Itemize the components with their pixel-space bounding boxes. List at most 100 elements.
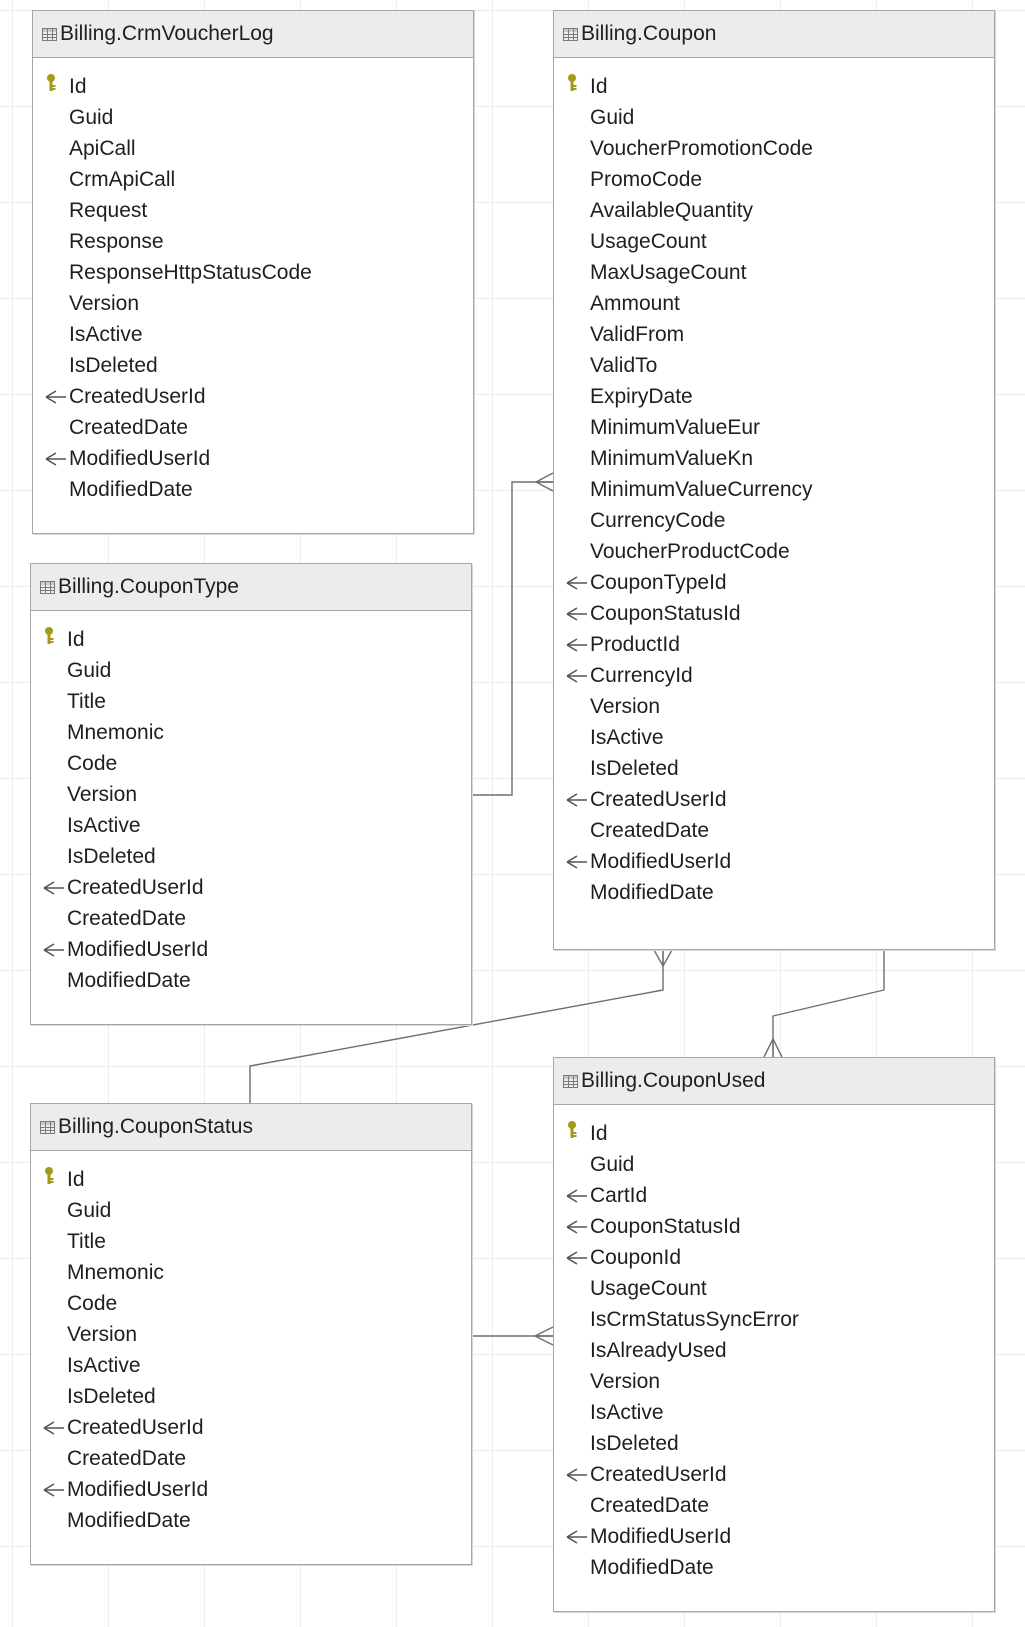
column-row[interactable]: CouponStatusId [554, 598, 994, 629]
column-row[interactable]: ResponseHttpStatusCode [33, 257, 473, 288]
column-row[interactable]: CurrencyCode [554, 505, 994, 536]
column-row[interactable]: ExpiryDate [554, 381, 994, 412]
table-title: Billing.CouponType [58, 575, 239, 598]
table-header[interactable]: Billing.CouponStatus [31, 1104, 471, 1151]
column-name: ModifiedDate [590, 1556, 714, 1579]
column-row[interactable]: Guid [554, 1149, 994, 1180]
crowfoot-coupon-left [535, 472, 554, 492]
column-row[interactable]: Code [31, 1288, 471, 1319]
column-row[interactable]: Response [33, 226, 473, 257]
column-row[interactable]: Version [31, 779, 471, 810]
column-row[interactable]: Id [554, 71, 994, 102]
column-row[interactable]: CartId [554, 1180, 994, 1211]
column-row[interactable]: Guid [31, 1195, 471, 1226]
foreign-key-icon [566, 1530, 587, 1544]
column-row[interactable]: ModifiedUserId [554, 846, 994, 877]
column-row[interactable]: ModifiedDate [31, 1505, 471, 1536]
column-row[interactable]: MinimumValueEur [554, 412, 994, 443]
column-row[interactable]: IsCrmStatusSyncError [554, 1304, 994, 1335]
column-row[interactable]: IsDeleted [554, 753, 994, 784]
column-name: CreatedUserId [590, 1463, 727, 1486]
column-row[interactable]: Id [33, 71, 473, 102]
column-row[interactable]: ModifiedDate [554, 877, 994, 908]
column-row[interactable]: CreatedUserId [554, 1459, 994, 1490]
column-row[interactable]: Guid [33, 102, 473, 133]
column-row[interactable]: CreatedDate [31, 1443, 471, 1474]
column-row[interactable]: ValidFrom [554, 319, 994, 350]
column-row[interactable]: IsActive [31, 1350, 471, 1381]
column-row[interactable]: CreatedUserId [33, 381, 473, 412]
column-row[interactable]: ModifiedDate [554, 1552, 994, 1583]
column-row[interactable]: IsActive [31, 810, 471, 841]
column-name: ModifiedDate [67, 969, 191, 992]
column-row[interactable]: Guid [31, 655, 471, 686]
column-row[interactable]: MaxUsageCount [554, 257, 994, 288]
column-row[interactable]: CreatedDate [33, 412, 473, 443]
column-row[interactable]: ModifiedUserId [554, 1521, 994, 1552]
column-row[interactable]: ApiCall [33, 133, 473, 164]
column-row[interactable]: IsDeleted [31, 1381, 471, 1412]
column-row[interactable]: Id [31, 624, 471, 655]
column-row[interactable]: Version [31, 1319, 471, 1350]
column-row[interactable]: Version [554, 691, 994, 722]
column-name: CreatedUserId [67, 876, 204, 899]
column-row[interactable]: Version [554, 1366, 994, 1397]
column-row[interactable]: ModifiedUserId [31, 1474, 471, 1505]
column-row[interactable]: ModifiedUserId [31, 934, 471, 965]
column-row[interactable]: ValidTo [554, 350, 994, 381]
column-row[interactable]: CreatedDate [554, 815, 994, 846]
column-row[interactable]: Id [554, 1118, 994, 1149]
column-row[interactable]: CrmApiCall [33, 164, 473, 195]
column-row[interactable]: CreatedDate [31, 903, 471, 934]
column-row[interactable]: IsActive [554, 722, 994, 753]
table-header[interactable]: Billing.Coupon [554, 11, 994, 58]
column-row[interactable]: MinimumValueKn [554, 443, 994, 474]
column-row[interactable]: UsageCount [554, 226, 994, 257]
column-row[interactable]: CurrencyId [554, 660, 994, 691]
column-row[interactable]: Guid [554, 102, 994, 133]
column-row[interactable]: Mnemonic [31, 1257, 471, 1288]
column-row[interactable]: ProductId [554, 629, 994, 660]
column-row[interactable]: CreatedUserId [554, 784, 994, 815]
column-row[interactable]: MinimumValueCurrency [554, 474, 994, 505]
column-row[interactable]: Code [31, 748, 471, 779]
column-row[interactable]: CouponTypeId [554, 567, 994, 598]
column-row[interactable]: Ammount [554, 288, 994, 319]
column-row[interactable]: ModifiedDate [31, 965, 471, 996]
column-row[interactable]: CouponStatusId [554, 1211, 994, 1242]
table-header[interactable]: Billing.CouponType [31, 564, 471, 611]
column-row[interactable]: Title [31, 686, 471, 717]
foreign-key-icon [566, 855, 587, 869]
column-row[interactable]: IsActive [33, 319, 473, 350]
column-row[interactable]: Request [33, 195, 473, 226]
column-row[interactable]: ModifiedDate [33, 474, 473, 505]
column-row[interactable]: CreatedUserId [31, 872, 471, 903]
column-row[interactable]: Id [31, 1164, 471, 1195]
column-row[interactable]: CouponId [554, 1242, 994, 1273]
column-row[interactable]: CreatedUserId [31, 1412, 471, 1443]
column-row[interactable]: CreatedDate [554, 1490, 994, 1521]
column-row[interactable]: PromoCode [554, 164, 994, 195]
column-row[interactable]: IsDeleted [31, 841, 471, 872]
table-header[interactable]: Billing.CouponUsed [554, 1058, 994, 1105]
column-name: IsCrmStatusSyncError [590, 1308, 799, 1331]
column-row[interactable]: Title [31, 1226, 471, 1257]
column-row[interactable]: AvailableQuantity [554, 195, 994, 226]
column-row[interactable]: IsActive [554, 1397, 994, 1428]
column-row[interactable]: UsageCount [554, 1273, 994, 1304]
column-row[interactable]: IsDeleted [554, 1428, 994, 1459]
column-row[interactable]: Version [33, 288, 473, 319]
column-row[interactable]: ModifiedUserId [33, 443, 473, 474]
column-name: ModifiedUserId [67, 1478, 209, 1501]
table-header[interactable]: Billing.CrmVoucherLog [33, 11, 473, 58]
column-row[interactable]: VoucherProductCode [554, 536, 994, 567]
column-row[interactable]: Mnemonic [31, 717, 471, 748]
column-row[interactable]: IsAlreadyUsed [554, 1335, 994, 1366]
column-row[interactable]: VoucherPromotionCode [554, 133, 994, 164]
column-row[interactable]: IsDeleted [33, 350, 473, 381]
